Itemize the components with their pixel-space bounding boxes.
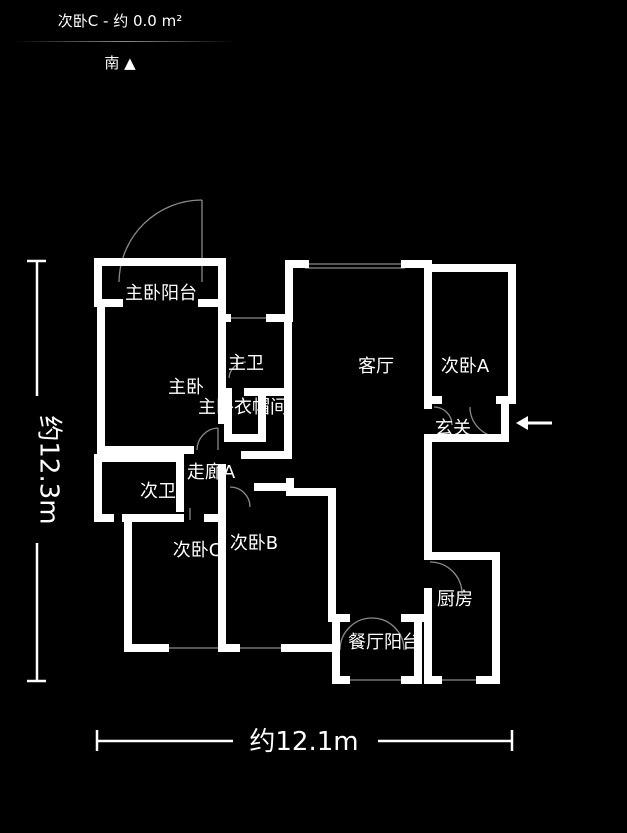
walls: [94, 258, 516, 684]
label-bedroom-c: 次卧C: [173, 540, 222, 561]
header: 次卧C - 约 0.0 m² 南 ▲: [0, 0, 240, 80]
room-title: 次卧C - 约 0.0 m²: [57, 12, 183, 30]
label-kitchen: 厨房: [437, 589, 473, 610]
label-dining-balcony: 餐厅阳台: [348, 632, 420, 653]
room-labels: 主卧阳台 主卧 主卫 主卧衣帽间 客厅 次卧A 玄关 走廊A 次卫 次卧C 次卧…: [125, 283, 490, 653]
label-living-room: 客厅: [358, 356, 394, 377]
doors-and-windows: [118, 199, 501, 681]
width-dimension: [95, 730, 514, 751]
width-label: 约12.1m: [249, 727, 358, 757]
height-label: 约12.3m: [34, 415, 64, 524]
header-divider: [14, 41, 236, 42]
label-master-balcony: 主卧阳台: [125, 283, 197, 304]
label-entrance: 玄关: [435, 418, 471, 439]
compass-direction: 南 ▲: [104, 54, 136, 72]
label-master-bedroom: 主卧: [168, 377, 204, 398]
label-bedroom-b: 次卧B: [230, 533, 278, 554]
label-master-closet: 主卧衣帽间: [198, 397, 288, 418]
master-balcony-door-swing: [118, 199, 203, 283]
height-dimension: [27, 259, 46, 683]
label-bedroom-a: 次卧A: [441, 356, 490, 377]
label-corridor-a: 走廊A: [187, 462, 236, 483]
label-master-bath: 主卫: [228, 353, 264, 374]
label-second-bath: 次卫: [140, 481, 176, 502]
entry-arrow-icon: [516, 416, 552, 430]
